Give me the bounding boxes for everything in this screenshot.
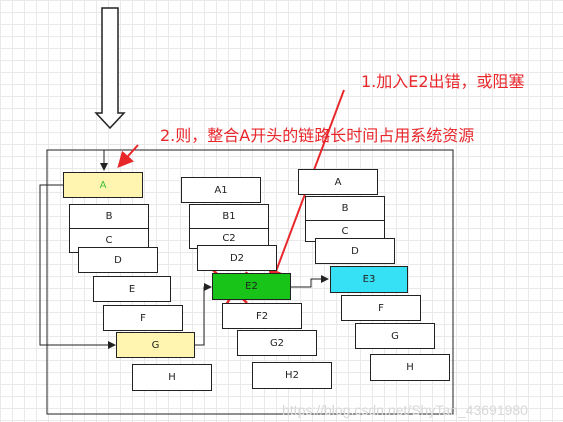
connector-e2-to-e3	[291, 275, 329, 288]
node-mid-e2: E2	[212, 273, 291, 300]
node-mid-a1: A1	[181, 177, 261, 203]
node-label: F	[378, 302, 384, 314]
watermark: https://blog.csdn.net/ShyTan_43691980	[282, 402, 528, 418]
node-label: B	[341, 203, 349, 214]
node-label: E3	[362, 274, 376, 285]
node-right-f: F	[341, 295, 421, 321]
node-mid-h2: H2	[252, 362, 332, 389]
node-label: D2	[229, 252, 245, 264]
node-left-g: G	[116, 332, 195, 358]
node-left-a: A	[63, 172, 143, 198]
node-label: H	[168, 372, 176, 383]
node-right-g: G	[355, 323, 435, 349]
node-label: H	[406, 362, 414, 373]
annotation-e2-error: 1.加入E2出错，或阻塞	[361, 72, 525, 91]
node-label: E	[128, 283, 136, 295]
node-right-b: B	[305, 196, 385, 221]
node-left-f: F	[103, 305, 183, 331]
node-label: E2	[245, 281, 258, 292]
entry-arrow	[94, 7, 126, 130]
node-mid-d2: D2	[197, 245, 277, 271]
node-label: G	[151, 339, 160, 351]
node-left-h: H	[132, 364, 212, 391]
node-right-a: A	[298, 169, 378, 195]
node-left-d: D	[78, 247, 158, 273]
annotation-resource-hold: 2.则，整合A开头的链路长时间占用系统资源	[160, 126, 475, 145]
node-label: A	[334, 176, 342, 188]
node-label: C	[341, 225, 349, 237]
node-label: D	[351, 245, 359, 257]
node-label: D	[114, 254, 122, 266]
node-label: B1	[222, 211, 236, 222]
node-right-d: D	[315, 238, 395, 264]
node-mid-f2: F2	[222, 303, 302, 329]
red-arrow-2	[117, 144, 139, 168]
node-label: B	[105, 211, 113, 222]
node-label: H2	[285, 370, 299, 381]
node-label: G	[391, 330, 399, 342]
node-label: F	[140, 312, 146, 324]
node-label: C	[105, 235, 113, 246]
node-mid-g2: G2	[237, 330, 317, 356]
node-label: C2	[222, 233, 236, 244]
node-left-e: E	[93, 276, 171, 302]
node-right-e3: E3	[330, 266, 408, 293]
node-label: G2	[269, 337, 285, 349]
system-container	[46, 149, 454, 415]
node-label: F2	[255, 310, 269, 322]
node-label: A	[99, 179, 107, 191]
connector-a-to-g	[39, 184, 116, 349]
node-mid-b1: B1	[189, 204, 269, 229]
node-label: A1	[214, 184, 228, 196]
connector-g-to-e2	[195, 283, 212, 346]
node-left-b: B	[69, 204, 149, 229]
node-right-h: H	[370, 354, 450, 381]
